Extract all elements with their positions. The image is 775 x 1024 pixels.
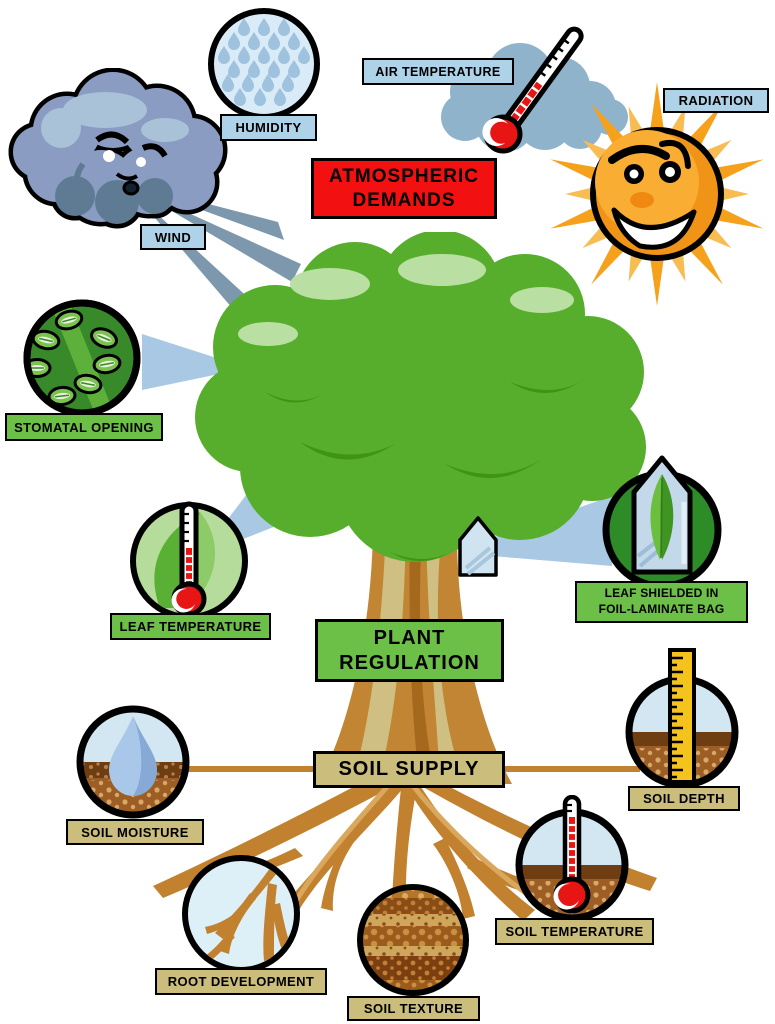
soil-texture-icon bbox=[357, 884, 469, 996]
atmospheric-demands-line2: DEMANDS bbox=[352, 189, 456, 211]
tree-canopy bbox=[195, 232, 646, 562]
ruler-icon bbox=[668, 648, 696, 784]
wind-streak bbox=[131, 190, 254, 316]
soil-temperature-label: SOIL TEMPERATURE bbox=[495, 918, 654, 945]
wind-label: WIND bbox=[140, 224, 206, 250]
leaf-shielded-line2: FOIL-LAMINATE BAG bbox=[598, 602, 725, 616]
stomatal-opening-label: STOMATAL OPENING bbox=[5, 413, 163, 441]
root-development-label: ROOT DEVELOPMENT bbox=[155, 968, 327, 995]
radiation-label: RADIATION bbox=[663, 88, 769, 113]
plant-regulation-heading: PLANT REGULATION bbox=[315, 619, 504, 682]
plant-regulation-line1: PLANT bbox=[373, 626, 446, 649]
soil-supply-heading: SOIL SUPPLY bbox=[313, 751, 505, 788]
humidity-label: HUMIDITY bbox=[220, 114, 317, 141]
humidity-icon bbox=[208, 8, 320, 120]
soil-moisture-label: SOIL MOISTURE bbox=[66, 819, 204, 845]
leaf-temperature-label: LEAF TEMPERATURE bbox=[110, 613, 271, 640]
leaf-temperature-icon bbox=[130, 501, 248, 620]
stomatal-connector-wedge bbox=[142, 334, 248, 390]
atmospheric-demands-heading: ATMOSPHERIC DEMANDS bbox=[311, 158, 497, 219]
soil-temperature-icon bbox=[515, 795, 629, 922]
leaf-shielded-line1: LEAF SHIELDED IN bbox=[604, 586, 719, 601]
sun-icon bbox=[550, 82, 764, 306]
thermometer-icon bbox=[482, 26, 584, 154]
soil-depth-label: SOIL DEPTH bbox=[628, 786, 740, 811]
leaf-icon bbox=[650, 474, 674, 560]
root-development-icon bbox=[182, 855, 300, 973]
soil-depth-icon bbox=[625, 648, 739, 789]
foil-bag-small-icon bbox=[458, 516, 498, 577]
leaf-shielded-label: LEAF SHIELDED IN FOIL-LAMINATE BAG bbox=[575, 581, 748, 623]
leaf-shielded-icon bbox=[602, 455, 722, 588]
plant-regulation-line2: REGULATION bbox=[339, 651, 480, 674]
air-temperature-label: AIR TEMPERATURE bbox=[362, 58, 514, 85]
tree-illustration bbox=[195, 232, 646, 784]
atmospheric-demands-line1: ATMOSPHERIC bbox=[329, 165, 479, 187]
thermometer-icon bbox=[171, 501, 207, 617]
thermometer-icon bbox=[553, 795, 591, 914]
soil-supply-text: SOIL SUPPLY bbox=[338, 758, 480, 780]
stomatal-opening-icon bbox=[23, 299, 141, 417]
soil-moisture-icon bbox=[76, 705, 190, 819]
wind-cloud-icon bbox=[8, 68, 228, 229]
soil-texture-label: SOIL TEXTURE bbox=[347, 996, 480, 1021]
